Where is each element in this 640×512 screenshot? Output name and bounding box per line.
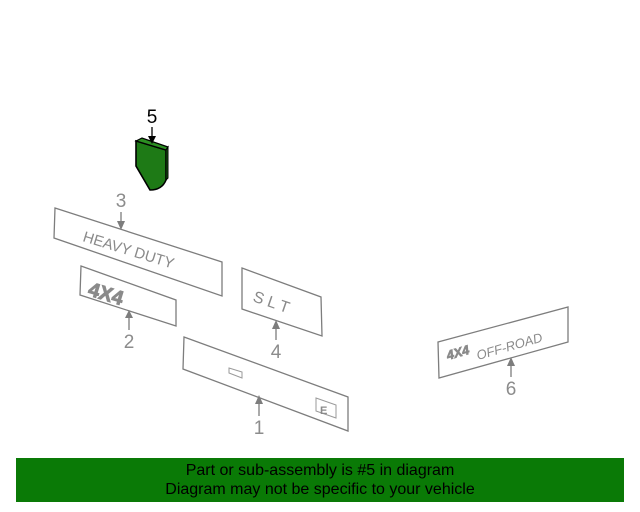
callout-4-label: 4: [271, 342, 282, 363]
callout-5: 5: [147, 107, 158, 144]
part-3-heavy-duty-emblem[interactable]: HEAVY DUTY: [53, 207, 223, 297]
callout-6-label: 6: [506, 379, 517, 400]
callout-4: 4: [271, 320, 282, 363]
callout-2: 2: [124, 310, 135, 353]
callout-3-label: 3: [116, 191, 127, 212]
badge-letter: E: [320, 405, 327, 417]
parts-diagram: 5 HEAVY DUTY 3 4X4 2 S L T 4 E 1: [53, 107, 569, 439]
offroad-4x4-text: 4X4: [444, 342, 472, 363]
callout-3: 3: [116, 191, 127, 230]
part-6-offroad-emblem[interactable]: 4X4 OFF-ROAD: [437, 306, 569, 379]
part-2-4x4-emblem[interactable]: 4X4: [79, 265, 177, 327]
info-line-1: Part or sub-assembly is #5 in diagram: [185, 462, 455, 479]
callout-1: 1: [254, 395, 265, 439]
callout-5-label: 5: [147, 107, 158, 128]
part-1-nameplate[interactable]: E: [182, 336, 349, 432]
callout-1-label: 1: [254, 418, 265, 439]
callout-2-label: 2: [124, 332, 135, 353]
part-5-emblem[interactable]: [134, 137, 169, 191]
part-4-slt-emblem[interactable]: S L T: [241, 267, 323, 337]
info-banner: Part or sub-assembly is #5 in diagram Di…: [16, 458, 624, 502]
callout-6: 6: [506, 357, 517, 400]
info-line-2: Diagram may not be specific to your vehi…: [165, 481, 475, 498]
